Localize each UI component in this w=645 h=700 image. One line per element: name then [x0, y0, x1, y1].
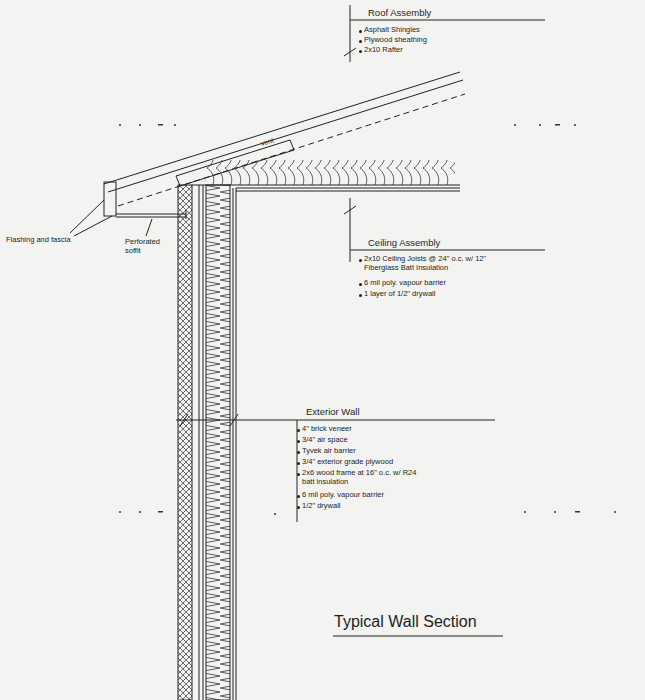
bullet-dot — [359, 40, 362, 43]
bullet-dot — [297, 506, 300, 509]
material-label: 2x10 Ceiling Joists @ 24" o.c. w/ 12" Fi… — [364, 255, 522, 272]
material-label: 2x6 wood frame at 16" o.c. w/ R24 batt i… — [302, 469, 427, 486]
assembly-heading: Ceiling Assembly — [368, 238, 440, 249]
material-label: 6 mil poly. vapour barrier — [302, 491, 384, 500]
bullet-dot — [297, 440, 300, 443]
bullet-dot — [297, 462, 300, 465]
material-label: 3/4" air space — [302, 436, 348, 445]
material-label: Tyvek air barrier — [302, 447, 356, 456]
bullet-dot — [359, 50, 362, 53]
material-label: 1/2" drywall — [302, 502, 341, 511]
material-label: Asphalt Shingles — [364, 26, 420, 35]
bullet-dot — [297, 429, 300, 432]
assembly-heading: Roof Assembly — [368, 8, 431, 19]
material-label: 6 mil poly. vapour barrier — [364, 279, 446, 288]
material-label: 1 layer of 1/2" drywall — [364, 290, 435, 299]
bullet-dot — [359, 259, 362, 262]
bullet-dot — [297, 473, 300, 476]
bullet-dot — [359, 30, 362, 33]
bullet-dot — [359, 294, 362, 297]
material-label: 2x10 Rafter — [364, 46, 403, 55]
assembly-heading: Exterior Wall — [306, 407, 360, 418]
callout-label: Perforated soffit — [125, 238, 173, 255]
material-label: Plywood sheathing — [364, 36, 427, 45]
material-label: 3/4" exterior grade plywood — [302, 458, 393, 467]
bullet-dot — [359, 283, 362, 286]
bullet-dot — [297, 495, 300, 498]
material-label: 4" brick veneer — [302, 425, 352, 434]
bullet-dot — [297, 451, 300, 454]
vent-label: vent — [260, 136, 275, 148]
callout-label: Flashing and fascia — [6, 236, 71, 245]
drawing-title: Typical Wall Section — [334, 613, 477, 631]
